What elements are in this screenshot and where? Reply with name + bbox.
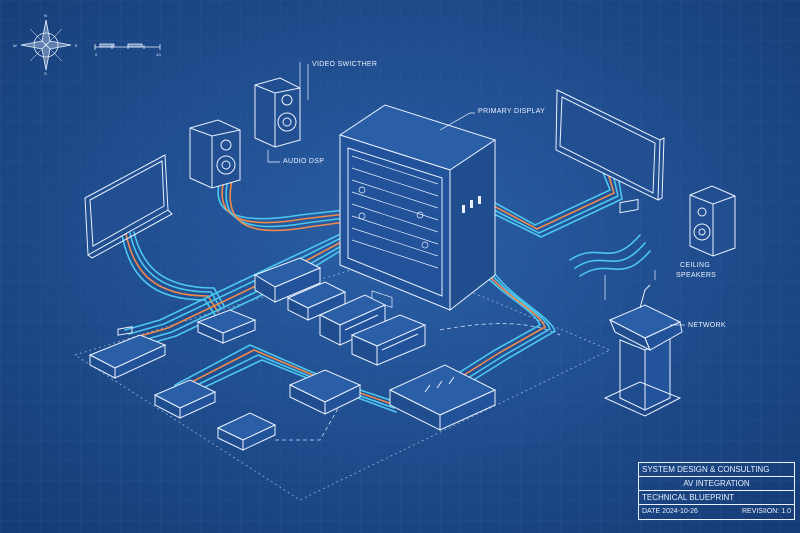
compass-east: E (75, 43, 78, 48)
dashed-link (275, 404, 341, 441)
dashed-link (439, 323, 561, 336)
extender-box (196, 309, 257, 344)
label-audio-dsp: AUDIO DSP (283, 158, 325, 165)
podium-lectern (603, 198, 683, 417)
switch-box (288, 369, 362, 415)
receiver-box (88, 326, 167, 379)
scale-bar-icon (94, 43, 161, 50)
left-display-screen (84, 154, 173, 259)
title-block-subtitle: AV INTEGRATION (639, 477, 794, 491)
scale-bar-start: 0 (95, 52, 98, 57)
extender-box (253, 257, 322, 303)
label-network: NETWORK (688, 322, 726, 329)
label-ceiling: CEILING (680, 262, 711, 269)
title-block-revision: REVISIION: 1.0 (741, 508, 791, 515)
speaker-left-icon (189, 119, 241, 189)
label-video-switcher: VIDEO SWICTHER (312, 61, 378, 68)
compass-south: S (44, 71, 47, 76)
network-switch-box (388, 364, 497, 431)
receiver-box (153, 379, 217, 419)
title-block-company: SYSTEM DESIGN & CONSULTING (639, 463, 794, 477)
extender-box (286, 281, 347, 321)
processor-box (350, 314, 427, 366)
compass-north: N (44, 13, 48, 18)
title-block: SYSTEM DESIGN & CONSULTING AV INTEGRATIO… (638, 462, 795, 520)
compass-rose-icon (20, 19, 72, 71)
cable-left-display (121, 231, 225, 316)
leader-lines (267, 62, 685, 326)
cable-loose (569, 234, 651, 277)
cable-cross (174, 344, 397, 413)
speaker-top-icon (254, 77, 301, 148)
cable-speaker-left (217, 179, 346, 232)
title-block-drawing-type: TECHNICAL BLUEPRINT (639, 491, 794, 505)
title-block-date: DATE 2024-10-26 (642, 508, 698, 515)
floor-outline (74, 257, 611, 501)
cable-bundles (121, 158, 651, 413)
receiver-box (216, 412, 277, 451)
equipment-rack (338, 104, 497, 312)
title-block-meta: DATE 2024-10-26 REVISIION: 1.0 (639, 505, 794, 519)
label-primary-display: PRIMARY DISPLAY (478, 108, 546, 115)
speaker-right-icon (689, 185, 736, 257)
compass-west: W (13, 43, 18, 48)
scale-bar-end: 10 (156, 52, 162, 57)
label-speakers: SPEAKERS (676, 272, 717, 279)
cable-rack-to-receivers (124, 231, 346, 347)
right-display-screen (555, 89, 665, 201)
device-boxes (88, 257, 497, 451)
